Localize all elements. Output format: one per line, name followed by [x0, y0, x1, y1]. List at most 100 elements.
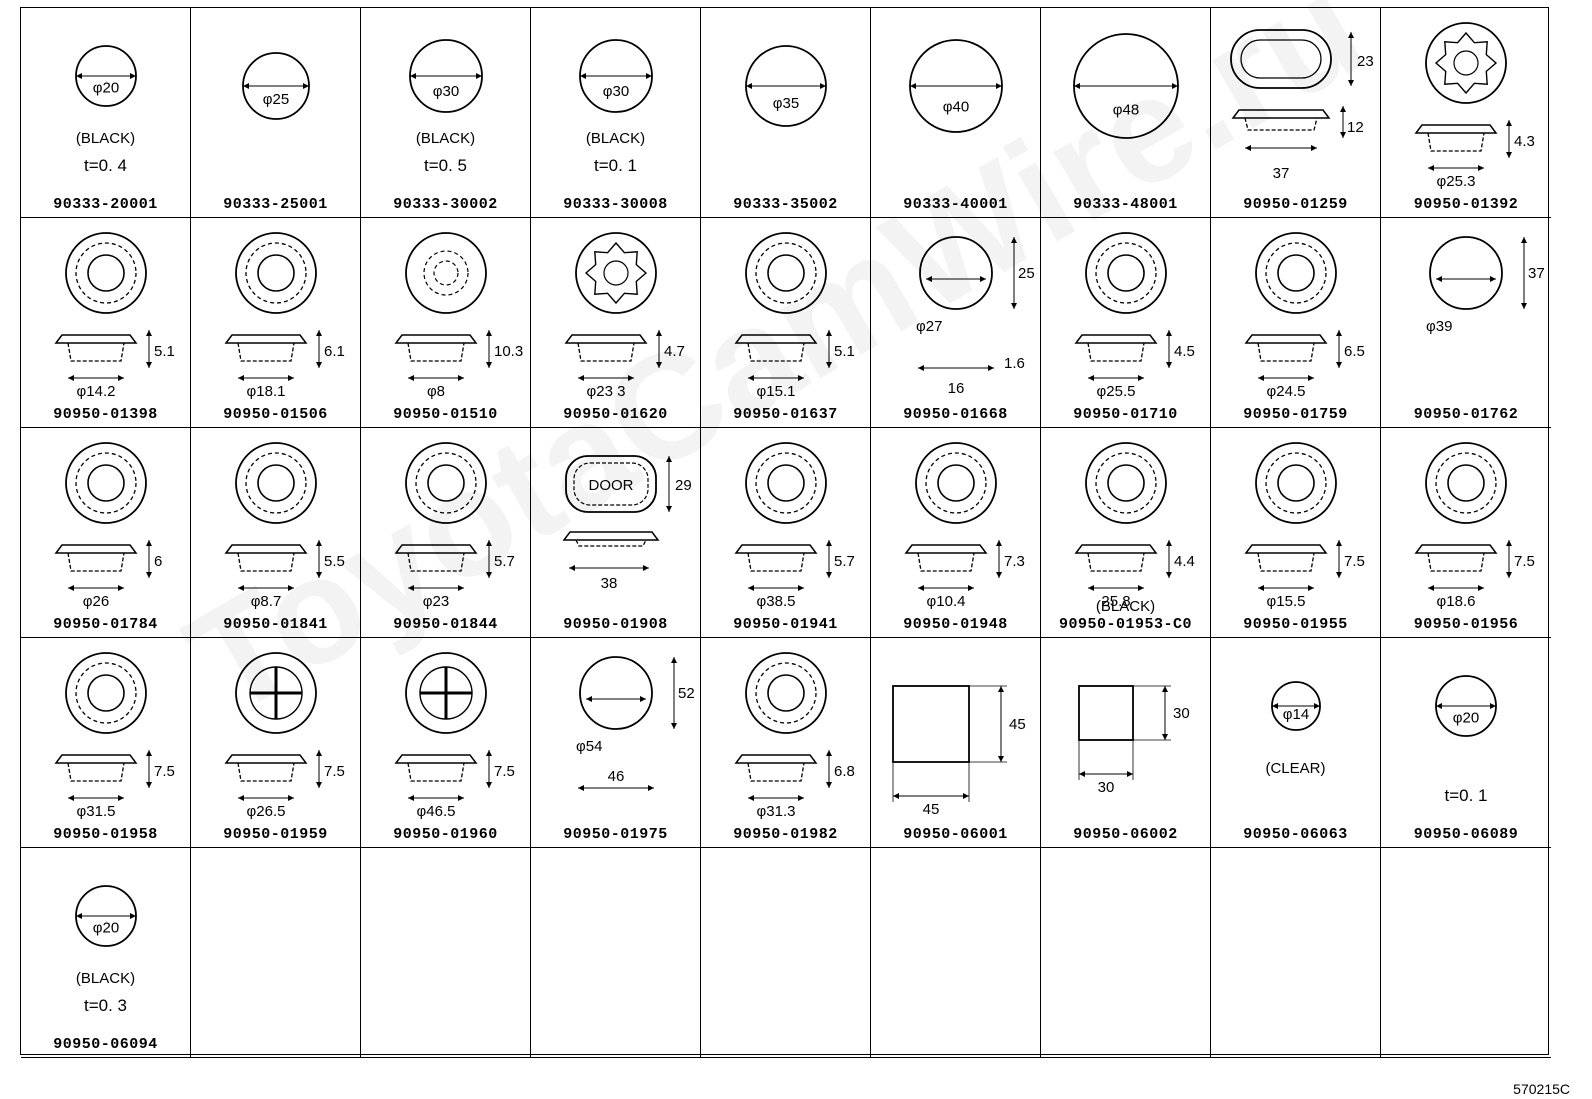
- part-cell[interactable]: φ14(CLEAR)90950-06063: [1211, 638, 1381, 848]
- part-number: 90950-01710: [1073, 406, 1178, 423]
- part-number: 90950-01959: [223, 826, 328, 843]
- part-drawing: φ30: [409, 39, 483, 113]
- door-label: DOOR: [589, 477, 634, 494]
- depth-label: 5.7: [494, 553, 515, 570]
- part-drawing: φ30: [579, 39, 653, 113]
- part-drawing: φ14: [1271, 681, 1321, 731]
- diameter-label: φ15.1: [757, 383, 796, 400]
- diameter-label: φ23 3: [587, 383, 626, 400]
- part-drawing: 5.1 φ15.1: [734, 232, 855, 400]
- color-note: (CLEAR): [1265, 760, 1326, 777]
- color-note: (BLACK): [1095, 598, 1156, 615]
- width-label: 38: [601, 575, 618, 592]
- depth-label: 6: [154, 553, 162, 570]
- color-note: (BLACK): [75, 970, 136, 987]
- thickness-note: t=0. 4: [83, 156, 127, 175]
- depth-label: 5.1: [154, 343, 175, 360]
- part-cell[interactable]: 6 φ26 90950-01784: [21, 428, 191, 638]
- part-number: 90950-01759: [1243, 406, 1348, 423]
- diameter-label: φ14.2: [77, 383, 116, 400]
- part-cell[interactable]: 5.7 φ23 90950-01844: [361, 428, 531, 638]
- part-number: 90950-01784: [53, 616, 158, 633]
- part-number: 90950-01975: [563, 826, 668, 843]
- color-note: (BLACK): [585, 130, 646, 147]
- part-number: 90333-25001: [223, 196, 328, 213]
- part-number: 90950-01960: [393, 826, 498, 843]
- depth-label: 12: [1347, 119, 1364, 136]
- part-number: 90950-01844: [393, 616, 498, 633]
- part-number: 90950-01948: [903, 616, 1008, 633]
- diameter-label: φ20: [93, 920, 119, 937]
- part-cell[interactable]: φ25 90333-25001: [191, 8, 361, 218]
- thickness-note: t=0. 1: [1444, 786, 1488, 805]
- diameter-label: φ8: [427, 383, 445, 400]
- width-label: 37: [1273, 165, 1290, 182]
- part-number: 90950-01392: [1413, 196, 1519, 213]
- diameter-label: φ23: [423, 593, 449, 610]
- part-number: 90950-01982: [733, 826, 838, 843]
- part-number: 90950-01510: [393, 406, 498, 423]
- width-label: 46: [608, 768, 625, 785]
- diameter-label: φ24.5: [1267, 383, 1306, 400]
- part-number: 90950-01908: [563, 616, 668, 633]
- diameter-label: φ30: [433, 83, 459, 100]
- depth-label: 5.7: [834, 553, 855, 570]
- depth-label: 5.1: [834, 343, 855, 360]
- depth-label: 4.7: [664, 343, 685, 360]
- diameter-label: φ26: [83, 593, 109, 610]
- empty-cell: [1381, 848, 1551, 1058]
- diameter-label: φ15.5: [1267, 593, 1306, 610]
- part-number: 90950-01841: [223, 616, 328, 633]
- diameter-label: φ25: [263, 91, 289, 108]
- empty-cell: [531, 848, 701, 1058]
- part-drawing: φ20: [75, 45, 137, 107]
- part-drawing: 7.5 φ15.5: [1244, 442, 1365, 610]
- depth-label: 7.5: [1344, 553, 1365, 570]
- part-number: 90950-01958: [53, 826, 158, 843]
- depth-label: 4.3: [1514, 133, 1535, 150]
- part-drawing: 4.425.8: [1074, 442, 1195, 610]
- diameter-label: φ25.5: [1097, 383, 1136, 400]
- diameter-label: φ10.4: [927, 593, 966, 610]
- part-number: 90333-40001: [903, 196, 1008, 213]
- width-label: 30: [1098, 779, 1115, 796]
